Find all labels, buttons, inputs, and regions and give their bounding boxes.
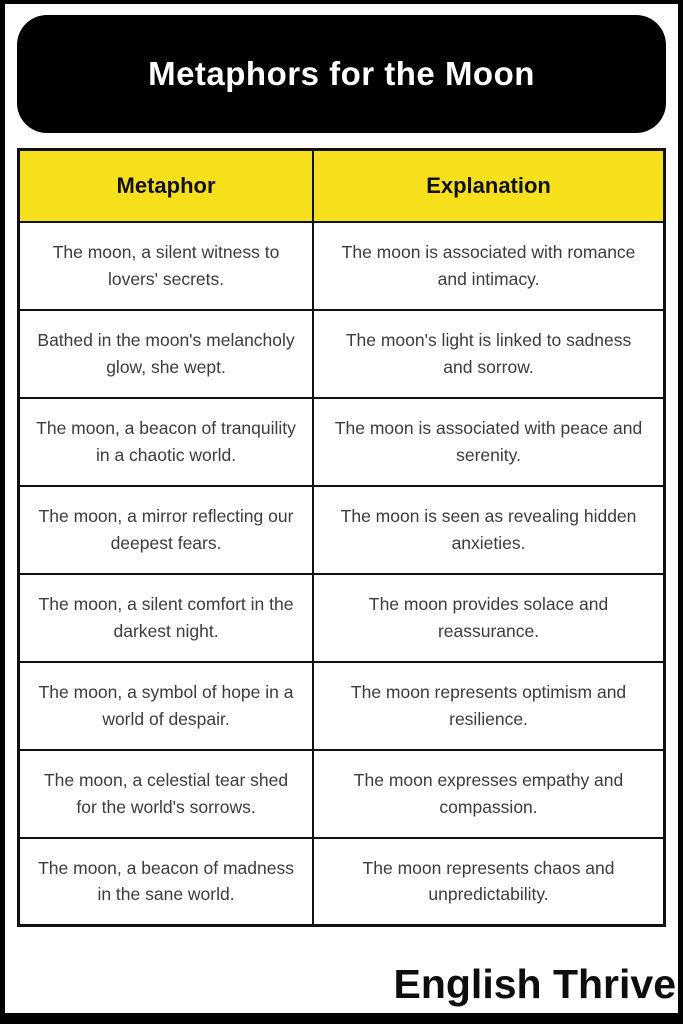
- explanation-cell: The moon is associated with romance and …: [312, 220, 666, 311]
- table-row: Bathed in the moon's melancholy glow, sh…: [17, 308, 666, 399]
- table-row: The moon, a symbol of hope in a world of…: [17, 660, 666, 751]
- explanation-cell: The moon represents optimism and resilie…: [312, 660, 666, 751]
- explanation-cell: The moon is associated with peace and se…: [312, 396, 666, 487]
- metaphor-cell: The moon, a beacon of tranquility in a c…: [17, 396, 315, 487]
- table-header-row: Metaphor Explanation: [17, 148, 666, 223]
- metaphor-cell: The moon, a celestial tear shed for the …: [17, 748, 315, 839]
- explanation-cell: The moon expresses empathy and compassio…: [312, 748, 666, 839]
- table-body: The moon, a silent witness to lovers' se…: [17, 220, 666, 927]
- metaphor-cell: The moon, a silent witness to lovers' se…: [17, 220, 315, 311]
- metaphor-cell: The moon, a silent comfort in the darkes…: [17, 572, 315, 663]
- metaphor-cell: Bathed in the moon's melancholy glow, sh…: [17, 308, 315, 399]
- metaphor-cell: The moon, a mirror reflecting our deepes…: [17, 484, 315, 575]
- metaphors-table: Metaphor Explanation The moon, a silent …: [17, 148, 666, 927]
- table-row: The moon, a celestial tear shed for the …: [17, 748, 666, 839]
- table-row: The moon, a beacon of madness in the san…: [17, 836, 666, 927]
- table-row: The moon, a silent witness to lovers' se…: [17, 220, 666, 311]
- table-row: The moon, a silent comfort in the darkes…: [17, 572, 666, 663]
- table-row: The moon, a mirror reflecting our deepes…: [17, 484, 666, 575]
- explanation-cell: The moon represents chaos and unpredicta…: [312, 836, 666, 927]
- explanation-cell: The moon provides solace and reassurance…: [312, 572, 666, 663]
- title-banner: Metaphors for the Moon: [17, 15, 666, 133]
- page-background: Metaphors for the Moon Metaphor Explanat…: [5, 4, 678, 1013]
- table-row: The moon, a beacon of tranquility in a c…: [17, 396, 666, 487]
- metaphor-cell: The moon, a beacon of madness in the san…: [17, 836, 315, 927]
- page-title: Metaphors for the Moon: [148, 55, 535, 92]
- column-header-metaphor: Metaphor: [17, 148, 315, 223]
- explanation-cell: The moon's light is linked to sadness an…: [312, 308, 666, 399]
- footer: English Thrive: [5, 955, 678, 1013]
- explanation-cell: The moon is seen as revealing hidden anx…: [312, 484, 666, 575]
- metaphor-cell: The moon, a symbol of hope in a world of…: [17, 660, 315, 751]
- column-header-explanation: Explanation: [312, 148, 666, 223]
- brand-name: English Thrive: [393, 960, 677, 1007]
